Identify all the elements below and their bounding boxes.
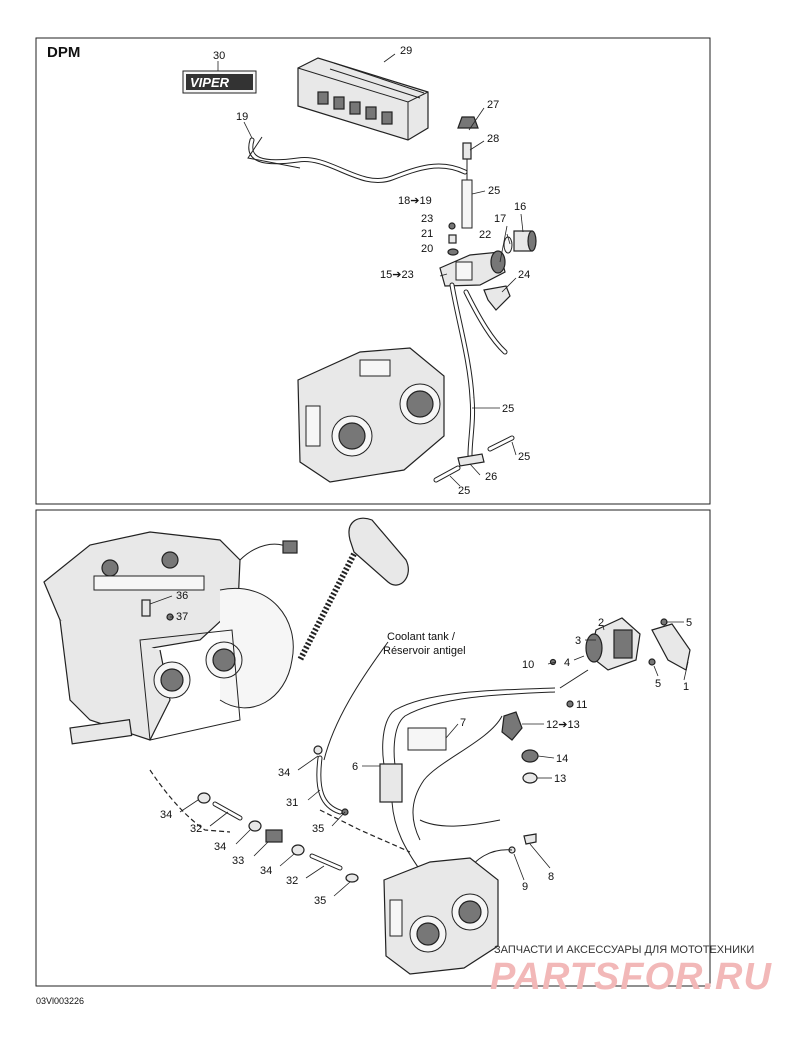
callout-33: 33: [232, 855, 244, 867]
callout-2: 2: [598, 617, 604, 629]
solenoid-valve: [439, 250, 506, 287]
callout-6: 6: [352, 761, 358, 773]
decal-text: VIPER: [190, 75, 230, 90]
callout-4: 4: [564, 657, 570, 669]
engine-block: [43, 531, 298, 745]
callout-32a: 32: [190, 823, 202, 835]
clamp-34-upper: [313, 745, 323, 755]
dashed-routing-2: [319, 809, 411, 853]
part-23: [448, 222, 456, 230]
part-8: [523, 833, 537, 845]
callout-5b: 5: [655, 678, 661, 690]
callout-25a: 25: [488, 185, 500, 197]
fitting-36: [141, 599, 151, 617]
bottom-panel-frame: [35, 509, 711, 987]
callout-3: 3: [575, 635, 581, 647]
callout-1: 1: [683, 681, 689, 693]
callout-17: 17: [494, 213, 506, 225]
callout-27: 27: [487, 99, 499, 111]
callout-36: 36: [176, 590, 188, 602]
viper-decal: VIPER: [182, 70, 257, 94]
callout-10: 10: [522, 659, 534, 671]
coolant-tank-note-1: Coolant tank /: [387, 631, 456, 643]
bracket-1: [651, 623, 691, 671]
wire-harness: [247, 136, 468, 183]
watermark-logo: PARTSFOR.RU: [490, 956, 772, 998]
carburetor-assembly-bottom: [383, 857, 499, 975]
callout-24: 24: [518, 269, 530, 281]
sleeve-6: [379, 763, 403, 803]
callout-11: 11: [576, 699, 587, 711]
callout-25b: 25: [502, 403, 514, 415]
callout-34d: 34: [260, 865, 272, 877]
cable-a: [382, 687, 556, 781]
callout-34b: 34: [160, 809, 172, 821]
ecu-module: [297, 57, 429, 141]
callout-18-19: 18➔19: [398, 195, 432, 207]
fitting-28: [462, 142, 472, 180]
figure-code: 03Vl003226: [36, 996, 85, 1006]
connector-16: [513, 230, 537, 252]
hose-31: [316, 755, 343, 815]
solenoid-assembly-bottom: [585, 617, 641, 671]
callout-5a: 5: [686, 617, 692, 629]
callout-31: 31: [286, 797, 298, 809]
callout-29: 29: [400, 45, 412, 57]
part-20: [447, 248, 459, 256]
cable-from-solenoid: [559, 669, 589, 689]
nut-14: [521, 749, 539, 763]
callout-22: 22: [479, 229, 491, 241]
cable-c: [412, 715, 503, 841]
callout-34a: 34: [278, 767, 290, 779]
bracket-24: [483, 285, 511, 311]
callout-15-23: 15➔23: [380, 269, 414, 281]
hose-chain-left: [197, 792, 359, 883]
callout-7: 7: [460, 717, 466, 729]
callout-21: 21: [421, 228, 433, 240]
label-7: [407, 727, 447, 751]
callout-34c: 34: [214, 841, 226, 853]
callout-16: 16: [514, 201, 526, 213]
coolant-tank-note-2: Réservoir antigel: [383, 645, 466, 657]
watermark-caption: ЗАПЧАСТИ И АКСЕССУАРЫ ДЛЯ МОТОТЕХНИКИ: [494, 944, 755, 956]
cable-e: [419, 819, 501, 827]
callout-25c: 25: [518, 451, 530, 463]
part-21: [448, 234, 457, 244]
callout-35a: 35: [312, 823, 324, 835]
callout-20: 20: [421, 243, 433, 255]
screw-5-lower: [648, 658, 656, 666]
callout-30: 30: [213, 50, 225, 62]
callout-32b: 32: [286, 875, 298, 887]
callout-23: 23: [421, 213, 433, 225]
tee-26: [457, 453, 485, 467]
cap-27: [457, 116, 479, 129]
callout-25d: 25: [458, 485, 470, 497]
top-panel-frame: [35, 37, 711, 505]
callout-14: 14: [556, 753, 568, 765]
callout-26: 26: [485, 471, 497, 483]
coolant-line: [323, 641, 389, 761]
callout-28: 28: [487, 133, 499, 145]
cable-b: [393, 691, 556, 781]
callout-35b: 35: [314, 895, 326, 907]
gasket-17: [503, 236, 513, 254]
pull-starter-handle: [297, 517, 409, 662]
sleeve-18-19: [461, 179, 473, 229]
valve-12-13: [501, 711, 523, 741]
callout-37: 37: [176, 611, 188, 623]
callout-12-13: 12➔13: [546, 719, 580, 731]
part-11: [566, 700, 574, 708]
carburetor-assembly-top: [297, 347, 445, 483]
panel-title: DPM: [47, 44, 81, 61]
washer-13: [522, 772, 538, 784]
callout-19: 19: [236, 111, 248, 123]
callout-8: 8: [548, 871, 554, 883]
callout-9: 9: [522, 881, 528, 893]
callout-13: 13: [554, 773, 566, 785]
cable-d: [391, 801, 421, 871]
